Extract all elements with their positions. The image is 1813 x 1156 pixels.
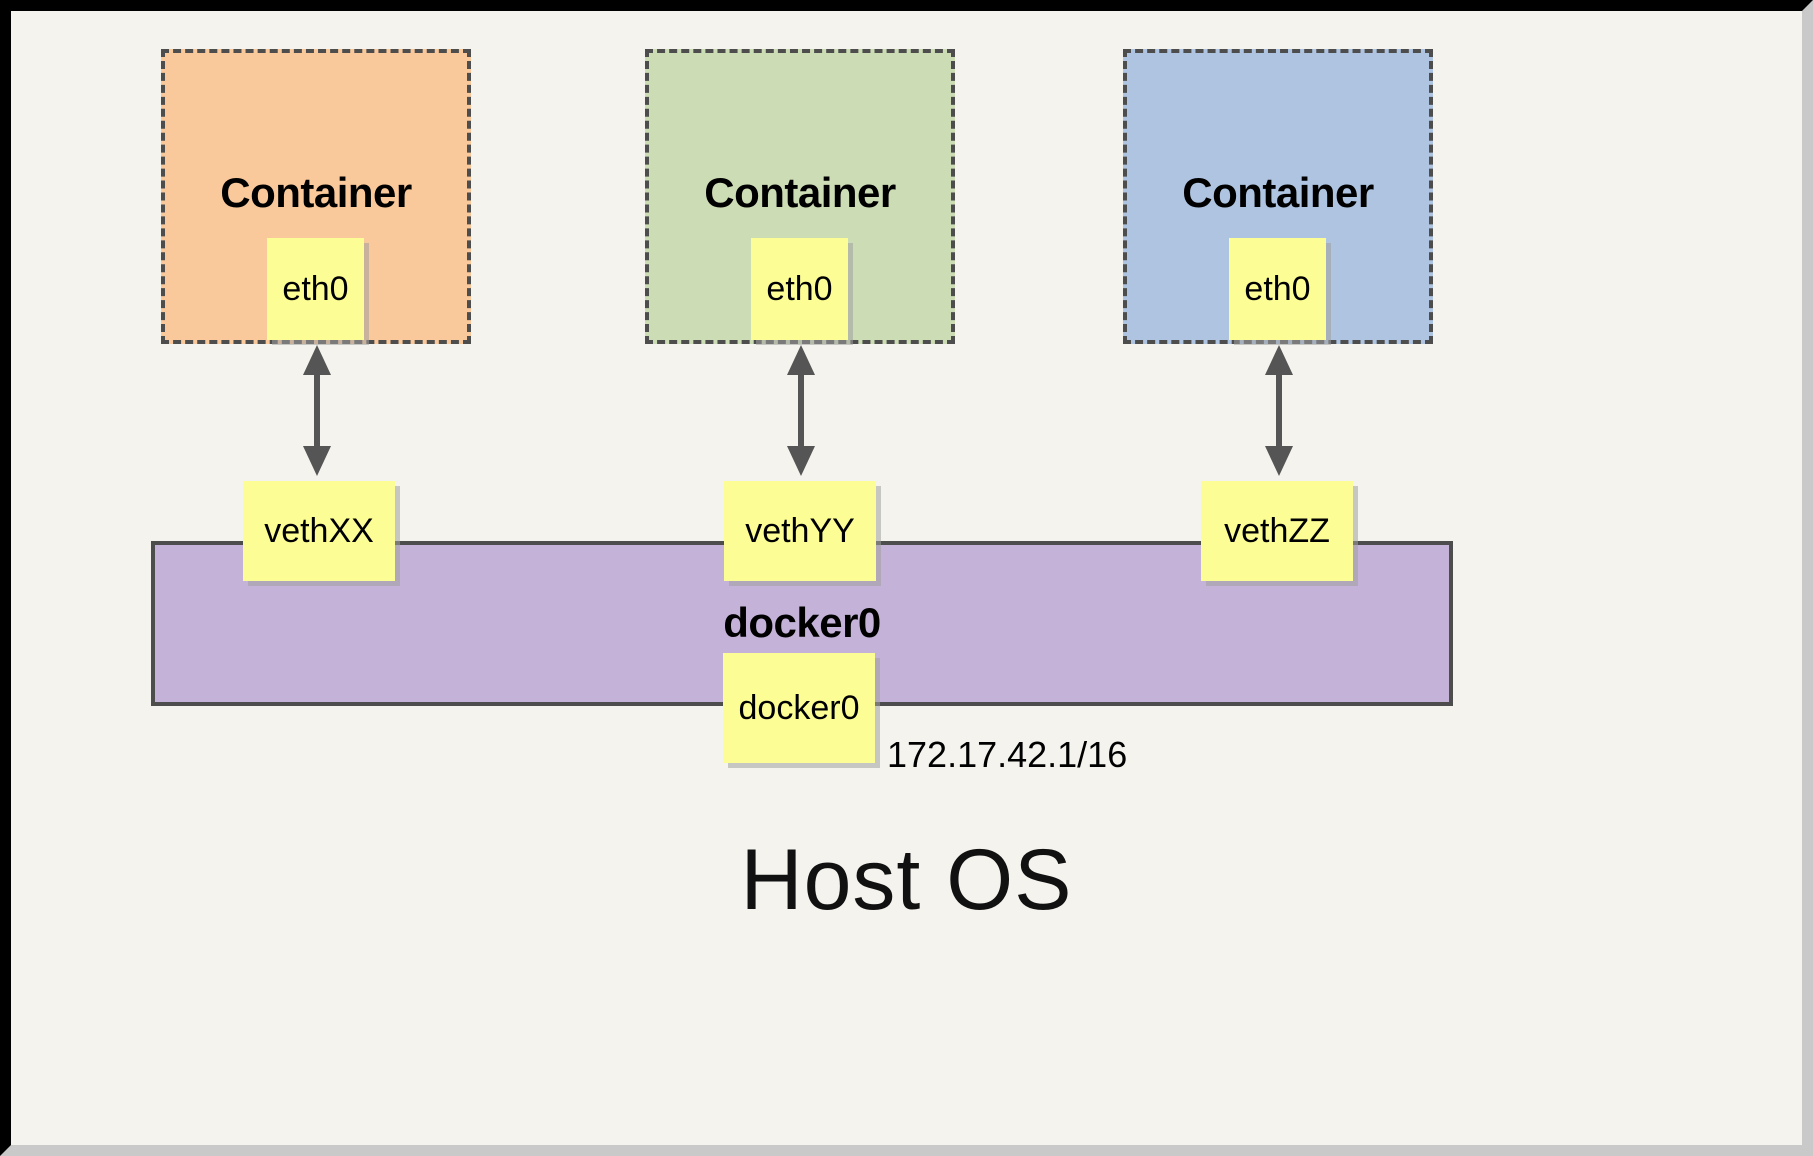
host-veth-1[interactable]: vethXX (243, 481, 395, 581)
link-arrow-3 (1265, 345, 1293, 476)
container-title-2: Container (704, 169, 896, 216)
container-eth0-2[interactable]: eth0 (751, 238, 848, 340)
link-arrow-1 (303, 345, 331, 476)
docker0-bridge-title: docker0 (723, 599, 881, 646)
docker0-ip-address: 172.17.42.1/16 (887, 734, 1128, 775)
host-veth-2[interactable]: vethYY (724, 481, 876, 581)
container-eth0-3[interactable]: eth0 (1229, 238, 1326, 340)
link-arrow-2 (787, 345, 815, 476)
host-os-label: Host OS (740, 832, 1073, 928)
host-veth-3[interactable]: vethZZ (1201, 481, 1353, 581)
container-title-1: Container (220, 169, 412, 216)
docker0-interface-box[interactable]: docker0 (723, 653, 875, 763)
container-eth0-1[interactable]: eth0 (267, 238, 364, 340)
container-title-3: Container (1182, 169, 1374, 216)
